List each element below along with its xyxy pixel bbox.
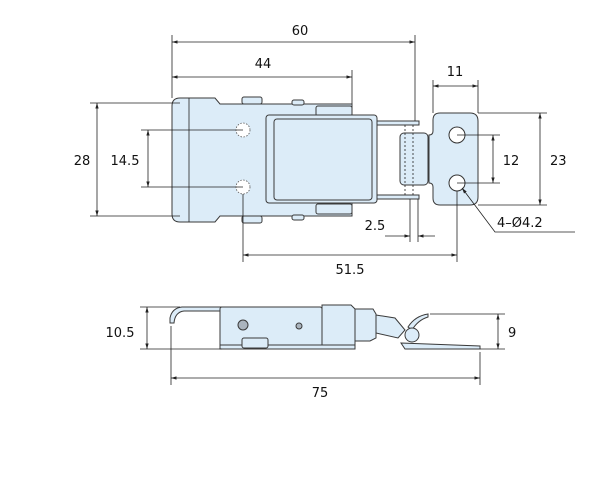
dim-9: 9	[508, 326, 516, 341]
top-view	[171, 96, 479, 224]
side-dimensions: 10.5 9 75	[106, 306, 516, 401]
dim-51-5: 51.5	[336, 263, 365, 278]
dim-44: 44	[255, 57, 272, 72]
hole-callout: 4–Ø4.2	[497, 216, 543, 231]
dim-60: 60	[292, 24, 309, 39]
hook-roller	[399, 132, 429, 186]
top-dimensions: 60 44 11 28 14.5 12 23 2.5 51.5	[74, 24, 575, 278]
dim-10-5: 10.5	[106, 326, 135, 341]
side-roller	[404, 327, 420, 343]
dim-12: 12	[503, 154, 520, 169]
keeper-plate	[428, 112, 479, 206]
side-view	[169, 304, 481, 350]
dim-11: 11	[447, 65, 464, 80]
dim-14-5: 14.5	[111, 154, 140, 169]
side-keeper	[400, 342, 481, 350]
side-body	[219, 306, 323, 350]
dim-2-5: 2.5	[365, 219, 386, 234]
dim-75: 75	[312, 386, 329, 401]
dim-28: 28	[74, 154, 91, 169]
dim-23: 23	[550, 154, 567, 169]
